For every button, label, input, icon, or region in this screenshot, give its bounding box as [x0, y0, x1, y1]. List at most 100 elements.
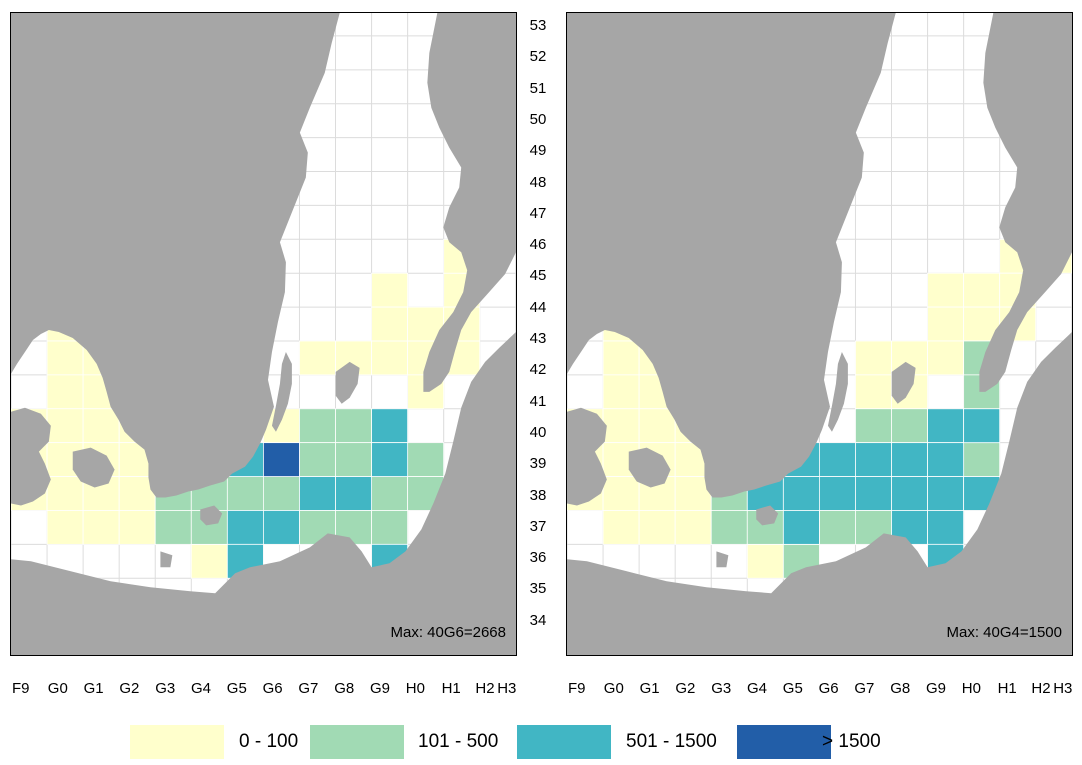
ices-rectangle-41G8	[335, 408, 372, 444]
x-tick-label: G1	[83, 680, 104, 697]
max-label-left: Max: 40G6=2668	[390, 624, 507, 641]
x-tick-label: G0	[603, 680, 624, 697]
ices-rectangle-44G9	[927, 306, 965, 342]
ices-rectangle-41G9	[927, 408, 965, 444]
ices-rectangle-38G5	[226, 510, 264, 545]
y-tick-label: 40	[529, 423, 547, 441]
map-left-svg	[11, 13, 516, 655]
ices-rectangle-45H0	[963, 272, 1001, 308]
y-tick-label: 51	[529, 79, 547, 97]
ices-rectangle-37G4	[746, 543, 784, 579]
land-polygon	[200, 505, 223, 526]
x-tick-label: G6	[262, 680, 283, 697]
land-polygon	[891, 361, 916, 404]
ices-rectangle-43G7	[855, 340, 892, 376]
ices-rectangle-41G0	[46, 408, 84, 444]
ices-rectangle-41G9	[371, 408, 409, 444]
ices-rectangle-38G9	[927, 510, 965, 545]
ices-rectangle-40G7	[299, 442, 336, 477]
y-tick-label: 52	[529, 48, 547, 66]
ices-rectangle-39G6	[263, 476, 300, 511]
ices-rectangle-39G5	[226, 476, 264, 511]
land-polygon	[271, 351, 292, 432]
x-tick-label: G0	[47, 680, 68, 697]
ices-rectangle-41G7	[299, 408, 336, 444]
land-polygon	[11, 13, 340, 498]
ices-rectangle-40G9	[371, 442, 409, 477]
y-tick-label: 42	[529, 361, 547, 379]
ices-rectangle-40G6	[819, 442, 856, 477]
ices-rectangle-41G0	[602, 408, 640, 444]
y-tick-label: 37	[529, 517, 547, 535]
y-tick-label: 44	[529, 298, 547, 316]
x-tick-label: H1	[997, 680, 1017, 697]
legend-label: > 1500	[822, 731, 881, 752]
x-tick-label: G7	[854, 680, 875, 697]
ices-rectangle-38G3	[710, 510, 748, 545]
ices-rectangle-39G0	[46, 476, 84, 511]
y-tick-label: 50	[529, 110, 547, 128]
ices-rectangle-39G6	[819, 476, 856, 511]
x-tick-label: H0	[961, 680, 981, 697]
ices-rectangle-38G9	[371, 510, 409, 545]
land-mass	[567, 13, 1072, 655]
y-tick-label: 39	[529, 455, 547, 473]
ices-rectangle-38G6	[263, 510, 300, 545]
ices-rectangle-38G5	[782, 510, 820, 545]
land-polygon	[11, 407, 51, 506]
ices-rectangle-39G0	[602, 476, 640, 511]
land-polygon	[567, 332, 1072, 655]
x-tick-label: F9	[568, 680, 586, 697]
ices-rectangle-45G9	[927, 272, 965, 308]
x-tick-label: G8	[890, 680, 911, 697]
ices-rectangle-38G1	[638, 510, 676, 545]
ices-rectangle-43G0	[46, 340, 84, 376]
y-tick-label: 46	[529, 236, 547, 254]
legend-swatch	[737, 725, 831, 759]
x-tick-label: G8	[334, 680, 355, 697]
land-polygon	[567, 13, 896, 498]
ices-rectangle-45G9	[371, 272, 409, 308]
x-tick-label: G3	[155, 680, 176, 697]
ices-rectangle-38G6	[819, 510, 856, 545]
x-tick-label: G9	[370, 680, 391, 697]
land-polygon	[756, 505, 779, 526]
x-tick-label: G5	[782, 680, 803, 697]
ices-rectangle-39G9	[927, 476, 965, 511]
max-label-right: Max: 40G4=1500	[946, 624, 1063, 641]
x-tick-label: H3	[497, 680, 517, 697]
ices-rectangle-40H0	[407, 442, 445, 477]
legend-label: 0 - 100	[239, 731, 299, 752]
y-tick-label: 41	[529, 392, 547, 410]
ices-rectangle-40G8	[891, 442, 928, 477]
ices-rectangle-39G7	[299, 476, 336, 511]
y-tick-label: 45	[529, 267, 547, 285]
ices-rectangle-40G7	[855, 442, 892, 477]
land-polygon	[335, 361, 360, 404]
ices-rectangle-39G8	[335, 476, 372, 511]
ices-rectangle-42G0	[602, 374, 640, 410]
x-tick-label: G9	[926, 680, 947, 697]
ices-rectangle-38G2	[674, 510, 712, 545]
ices-rectangle-39G2	[118, 476, 156, 511]
x-tick-label: G1	[639, 680, 660, 697]
ices-rectangle-38G0	[602, 510, 640, 545]
y-tick-label: 53	[529, 17, 547, 34]
y-tick-label: 34	[529, 611, 547, 629]
ices-rectangle-39G2	[674, 476, 712, 511]
map-panel-left: Max: 40G6=2668	[10, 12, 517, 656]
ices-rectangle-39G7	[855, 476, 892, 511]
ices-rectangle-44G9	[371, 306, 409, 342]
ices-rectangle-41G7	[855, 408, 892, 444]
y-tick-label: 47	[529, 204, 547, 222]
x-tick-label: G7	[298, 680, 319, 697]
x-tick-label: G2	[675, 680, 696, 697]
land-polygon	[11, 332, 516, 655]
legend-label: 501 - 1500	[626, 731, 717, 752]
ices-rectangle-40H0	[963, 442, 1001, 477]
ices-rectangle-41H0	[963, 408, 1001, 444]
x-tick-label: G2	[119, 680, 140, 697]
legend-swatch	[130, 725, 224, 759]
